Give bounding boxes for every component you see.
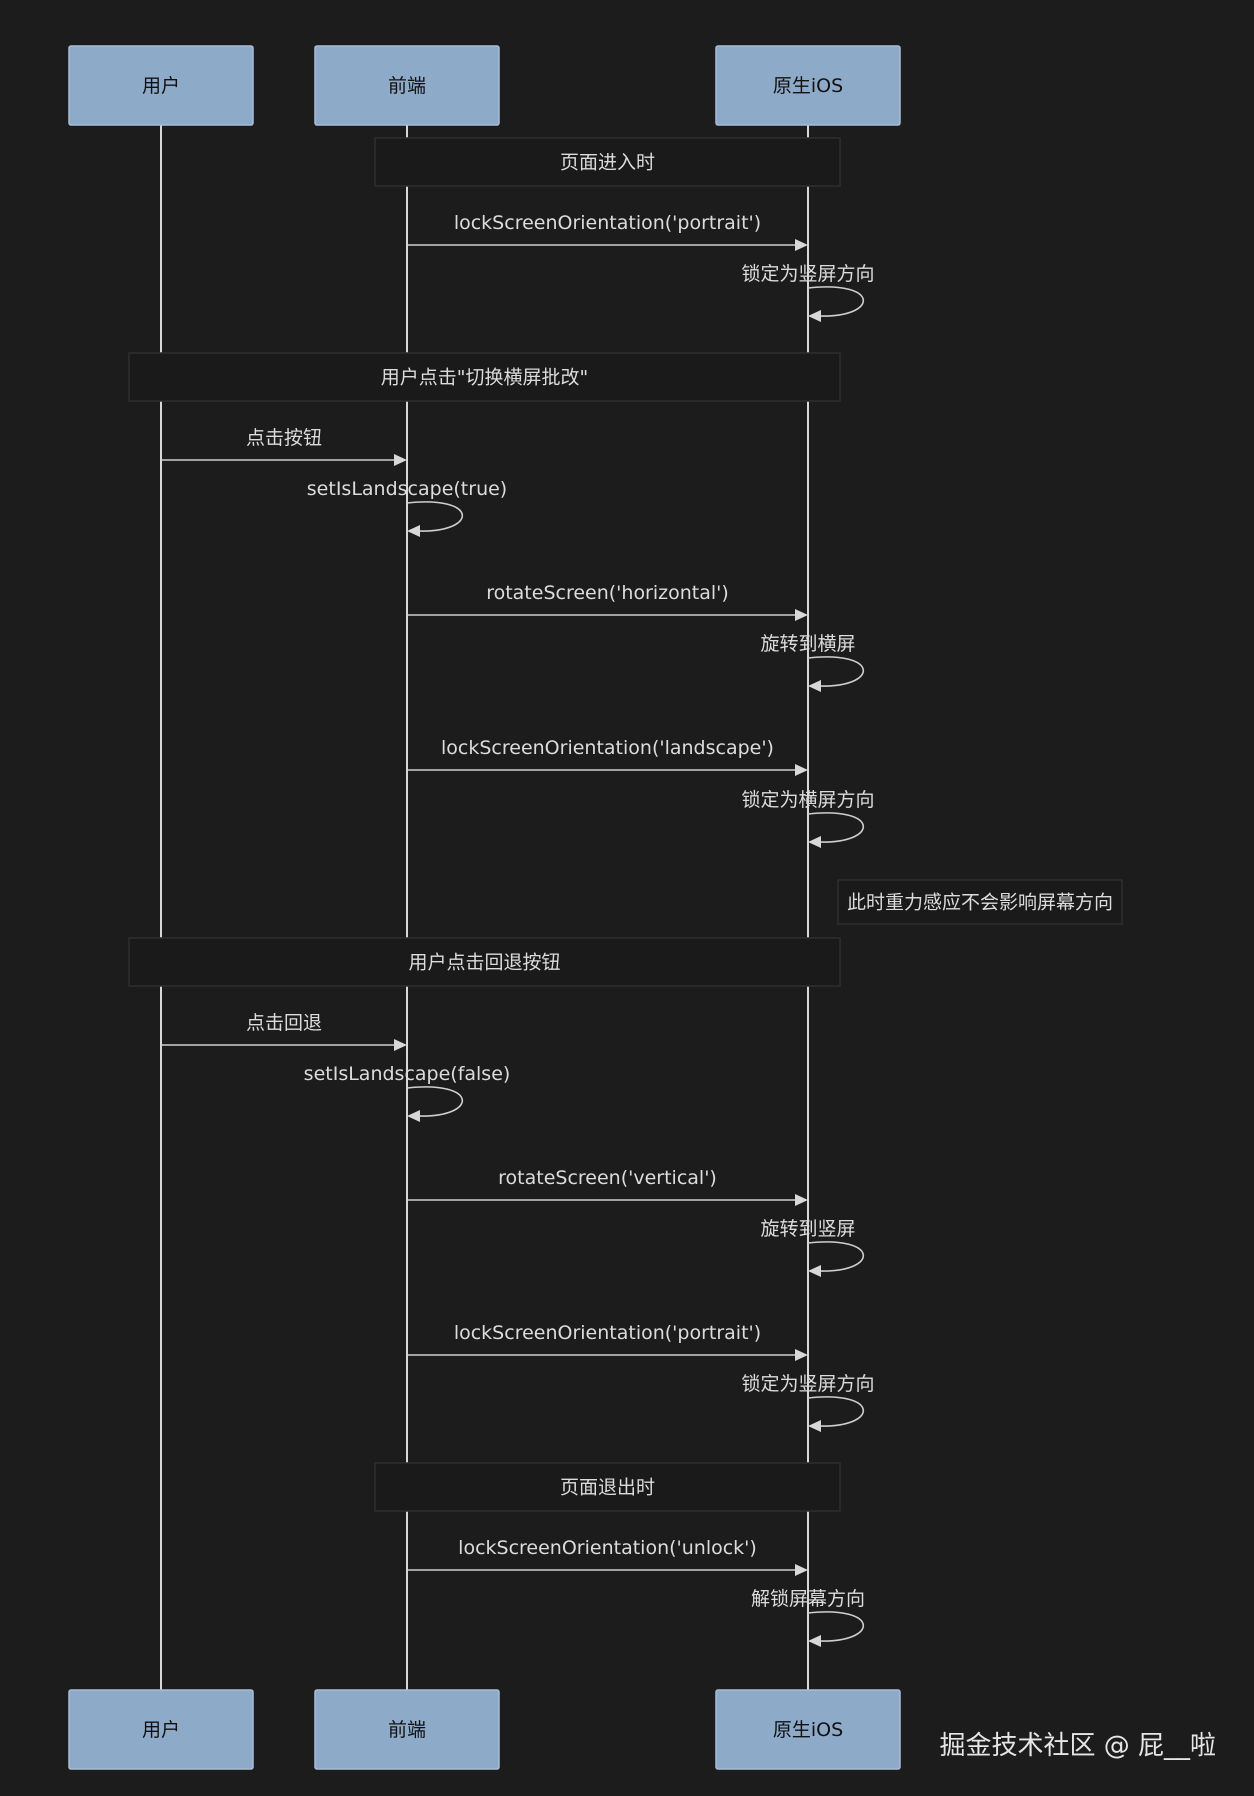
arrow-head bbox=[808, 1420, 821, 1432]
step-msg-14: rotateScreen('vertical') bbox=[407, 1167, 808, 1206]
arrow-head bbox=[407, 1110, 420, 1122]
participant-box bbox=[68, 1689, 254, 1770]
participant-label: 前端 bbox=[388, 75, 426, 97]
arrow-head bbox=[808, 310, 821, 322]
message-label: rotateScreen('vertical') bbox=[498, 1167, 717, 1189]
arrow-head bbox=[795, 1349, 808, 1361]
participant-box bbox=[68, 45, 254, 126]
note-box bbox=[374, 137, 841, 187]
participant-label: 用户 bbox=[142, 75, 180, 97]
message-label: lockScreenOrientation('portrait') bbox=[454, 1322, 761, 1344]
note-text: 页面退出时 bbox=[560, 1477, 655, 1499]
self-message-label: 锁定为竖屏方向 bbox=[741, 1373, 874, 1395]
participant-frontend-top: 前端 bbox=[314, 45, 500, 126]
step-note-3: 用户点击"切换横屏批改" bbox=[128, 352, 841, 402]
self-message-arrow bbox=[807, 656, 865, 687]
self-message-label: setIsLandscape(true) bbox=[307, 478, 507, 500]
step-msg-6: rotateScreen('horizontal') bbox=[407, 582, 808, 621]
step-msg-1: lockScreenOrientation('portrait') bbox=[407, 212, 808, 251]
step-self-17: 锁定为竖屏方向 bbox=[741, 1373, 875, 1432]
note-text: 用户点击回退按钮 bbox=[408, 952, 560, 974]
arrow-head bbox=[795, 609, 808, 621]
arrow-head bbox=[394, 454, 407, 466]
step-msg-19: lockScreenOrientation('unlock') bbox=[407, 1537, 808, 1576]
step-msg-16: lockScreenOrientation('portrait') bbox=[407, 1322, 808, 1361]
arrow-head bbox=[808, 1635, 821, 1647]
participant-box bbox=[314, 1689, 500, 1770]
self-message-arrow bbox=[807, 286, 865, 317]
arrow-head bbox=[808, 1265, 821, 1277]
arrow-head bbox=[795, 764, 808, 776]
note-text: 页面进入时 bbox=[560, 152, 655, 174]
step-note-11: 用户点击回退按钮 bbox=[128, 937, 841, 987]
arrow-head bbox=[795, 239, 808, 251]
participant-frontend-bottom: 前端 bbox=[314, 1689, 500, 1770]
message-label: 点击按钮 bbox=[246, 427, 322, 449]
self-message-label: 旋转到横屏 bbox=[760, 633, 855, 655]
step-self-7: 旋转到横屏 bbox=[760, 633, 865, 692]
message-label: 点击回退 bbox=[246, 1012, 322, 1034]
step-msg-4: 点击按钮 bbox=[161, 427, 407, 466]
self-message-arrow bbox=[807, 1241, 865, 1272]
side-note-text: 此时重力感应不会影响屏幕方向 bbox=[847, 892, 1113, 914]
self-message-arrow bbox=[807, 1396, 865, 1427]
participant-user-bottom: 用户 bbox=[68, 1689, 254, 1770]
step-self-13: setIsLandscape(false) bbox=[304, 1063, 511, 1122]
step-self-2: 锁定为竖屏方向 bbox=[741, 263, 875, 322]
participant-box bbox=[314, 45, 500, 126]
arrow-head bbox=[808, 680, 821, 692]
self-message-arrow bbox=[807, 1611, 865, 1642]
step-self-9: 锁定为横屏方向 bbox=[741, 789, 875, 848]
step-note-18: 页面退出时 bbox=[374, 1462, 841, 1512]
arrow-head bbox=[795, 1564, 808, 1576]
self-message-arrow bbox=[406, 1086, 464, 1117]
participant-label: 原生iOS bbox=[773, 75, 843, 97]
watermark-text: 掘金技术社区 @ 屁__啦 bbox=[939, 1731, 1216, 1761]
participant-user-top: 用户 bbox=[68, 45, 254, 126]
step-sidenote-10: 此时重力感应不会影响屏幕方向 bbox=[837, 879, 1123, 925]
self-message-arrow bbox=[406, 501, 464, 532]
step-note-0: 页面进入时 bbox=[374, 137, 841, 187]
step-msg-12: 点击回退 bbox=[161, 1012, 407, 1051]
message-label: lockScreenOrientation('unlock') bbox=[458, 1537, 757, 1559]
self-message-label: 解锁屏幕方向 bbox=[751, 1588, 865, 1610]
arrow-head bbox=[795, 1194, 808, 1206]
message-label: rotateScreen('horizontal') bbox=[486, 582, 729, 604]
note-box bbox=[128, 937, 841, 987]
self-message-label: 锁定为竖屏方向 bbox=[741, 263, 874, 285]
participant-ios-top: 原生iOS bbox=[715, 45, 901, 126]
participant-label: 前端 bbox=[388, 1719, 426, 1741]
message-label: lockScreenOrientation('landscape') bbox=[441, 737, 774, 759]
participant-ios-bottom: 原生iOS bbox=[715, 1689, 901, 1770]
arrow-head bbox=[394, 1039, 407, 1051]
note-box bbox=[128, 352, 841, 402]
side-note-box bbox=[837, 879, 1123, 925]
self-message-label: 旋转到竖屏 bbox=[760, 1218, 855, 1240]
step-self-20: 解锁屏幕方向 bbox=[751, 1588, 865, 1647]
self-message-arrow bbox=[807, 812, 865, 843]
arrow-head bbox=[407, 525, 420, 537]
note-text: 用户点击"切换横屏批改" bbox=[381, 367, 588, 389]
self-message-label: 锁定为横屏方向 bbox=[741, 789, 874, 811]
participant-box bbox=[715, 45, 901, 126]
self-message-label: setIsLandscape(false) bbox=[304, 1063, 511, 1085]
arrow-head bbox=[808, 836, 821, 848]
participant-label: 用户 bbox=[142, 1719, 180, 1741]
step-self-15: 旋转到竖屏 bbox=[760, 1218, 865, 1277]
note-box bbox=[374, 1462, 841, 1512]
participant-label: 原生iOS bbox=[773, 1719, 843, 1741]
participant-box bbox=[715, 1689, 901, 1770]
message-label: lockScreenOrientation('portrait') bbox=[454, 212, 761, 234]
step-msg-8: lockScreenOrientation('landscape') bbox=[407, 737, 808, 776]
step-self-5: setIsLandscape(true) bbox=[307, 478, 507, 537]
